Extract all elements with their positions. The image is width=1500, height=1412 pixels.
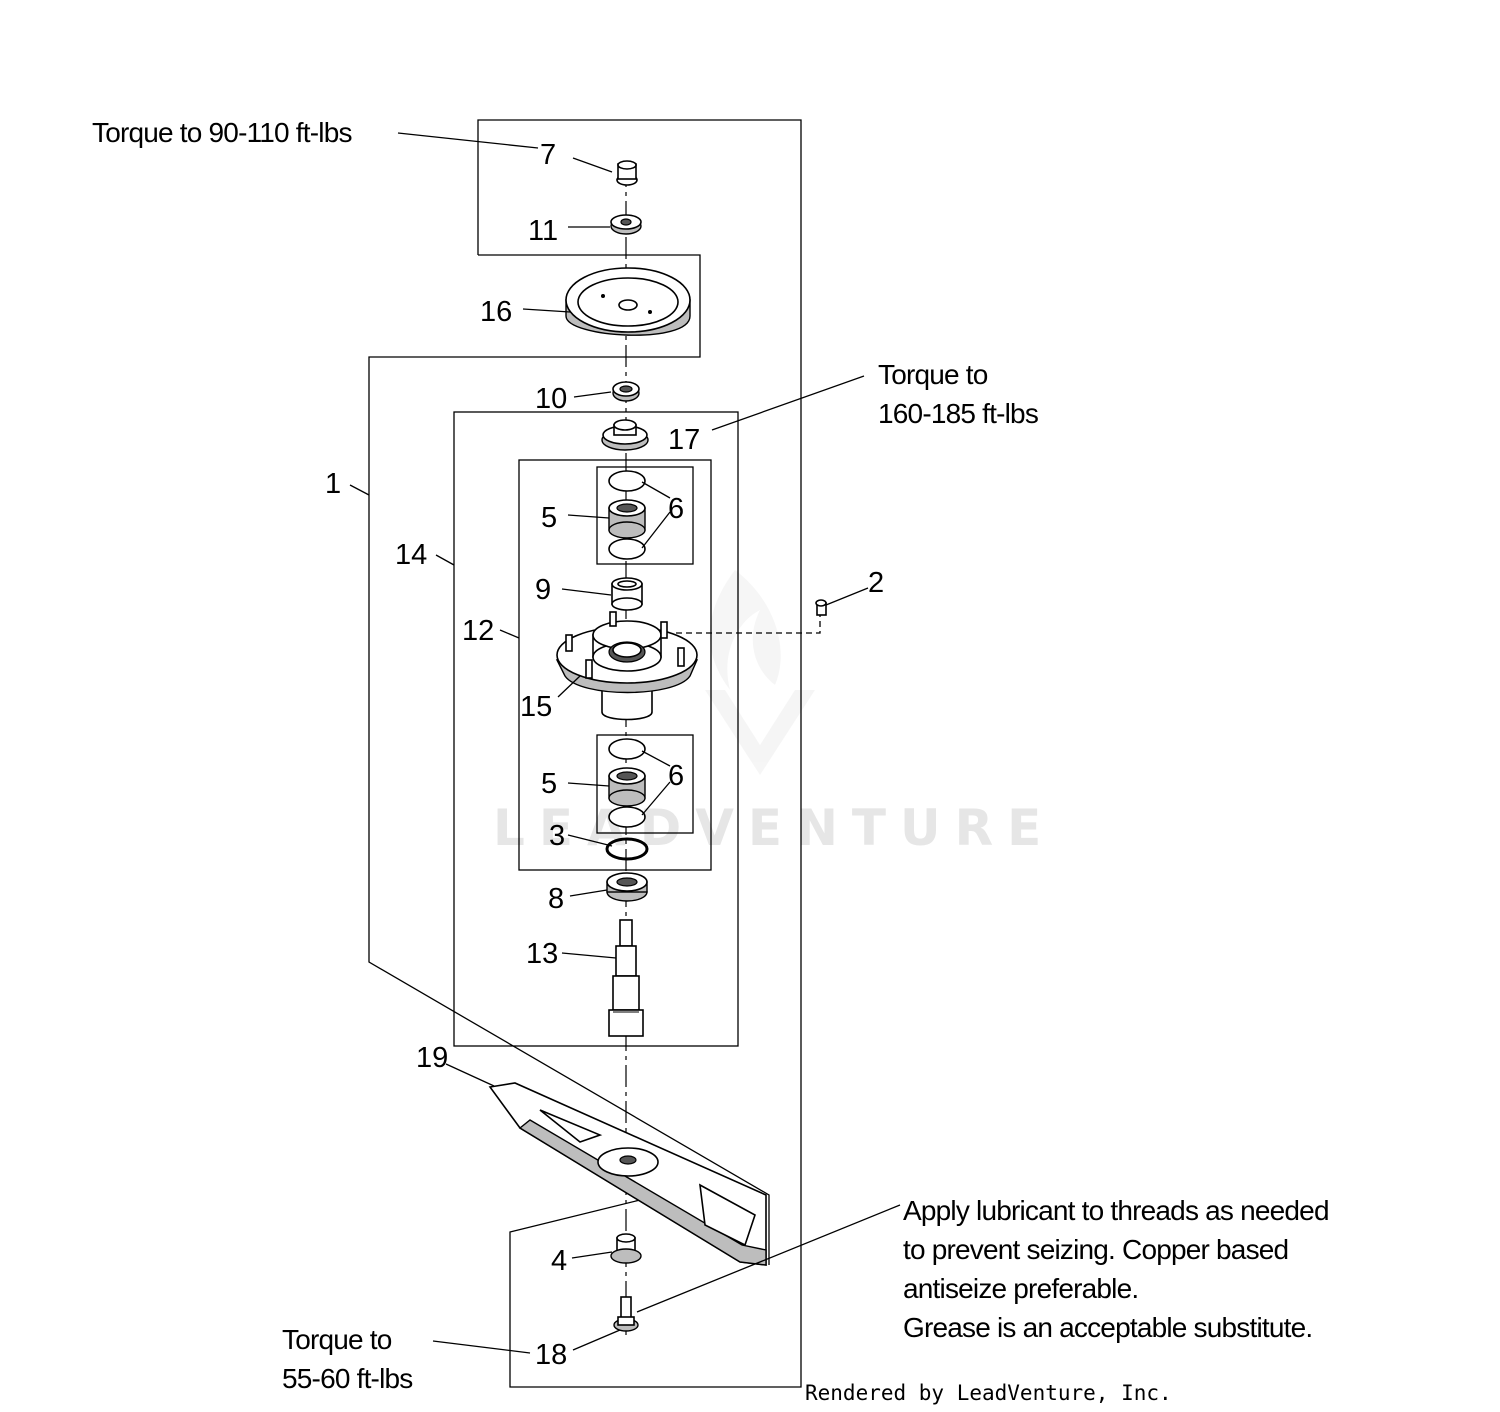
callout-5-upper: 5 xyxy=(541,502,557,534)
watermark-text: LEADVENTURE xyxy=(493,799,1055,857)
part-7-flange-nut xyxy=(616,160,638,186)
part-16-pulley xyxy=(565,267,691,336)
part-18-bolt xyxy=(613,1296,639,1332)
torque-note-mid-line2: 160-185 ft-lbs xyxy=(878,398,1038,429)
callout-13: 13 xyxy=(526,938,558,970)
part-11-washer xyxy=(610,214,642,235)
callout-17: 17 xyxy=(668,424,700,456)
part-3-snap-ring xyxy=(605,837,649,861)
part-13-spindle-shaft xyxy=(608,919,644,1037)
torque-note-bottom-line2: 55-60 ft-lbs xyxy=(282,1363,412,1394)
callout-15: 15 xyxy=(520,691,552,723)
part-8-seal xyxy=(606,872,648,902)
callout-6-lower: 6 xyxy=(668,760,684,792)
instruction-notes: Torque to 90-110 ft-lbs Torque to 160-18… xyxy=(92,117,1330,1394)
callout-1: 1 xyxy=(325,468,341,500)
part-17-hex-nut xyxy=(601,419,649,451)
callout-16: 16 xyxy=(480,296,512,328)
leader-lines xyxy=(349,132,901,1354)
callout-3: 3 xyxy=(549,820,565,852)
torque-note-top: Torque to 90-110 ft-lbs xyxy=(92,117,352,148)
part-9-spacer xyxy=(611,577,643,611)
part-10-spacer xyxy=(612,381,640,402)
part-5-lower-bearing xyxy=(608,767,646,807)
lube-note-line4: Grease is an acceptable substitute. xyxy=(903,1312,1312,1343)
callout-10: 10 xyxy=(535,383,567,415)
part-6-upper-rings xyxy=(608,470,646,560)
callout-labels: 7 11 16 10 17 1 14 5 6 9 2 12 15 5 6 3 8… xyxy=(325,139,884,1371)
callout-7: 7 xyxy=(540,139,556,171)
callout-2: 2 xyxy=(868,567,884,599)
torque-note-bottom-line1: Torque to xyxy=(282,1324,392,1355)
assembly-frames xyxy=(368,119,802,1388)
callout-6-upper: 6 xyxy=(668,493,684,525)
callout-12: 12 xyxy=(462,615,494,647)
lube-note-line3: antiseize preferable. xyxy=(903,1273,1138,1304)
callout-19: 19 xyxy=(416,1042,448,1074)
part-19-blade xyxy=(488,1082,767,1266)
callout-18: 18 xyxy=(535,1339,567,1371)
callout-9: 9 xyxy=(535,574,551,606)
torque-note-mid-line1: Torque to xyxy=(878,359,988,390)
footer-credit: Rendered by LeadVenture, Inc. xyxy=(805,1381,1172,1405)
watermark-logo xyxy=(705,570,815,775)
part-2-grease-fitting xyxy=(815,599,827,616)
lube-note-line1: Apply lubricant to threads as needed xyxy=(903,1195,1329,1226)
lube-note-line2: to prevent seizing. Copper based xyxy=(903,1234,1288,1265)
callout-11: 11 xyxy=(528,215,558,247)
part-5-upper-bearing xyxy=(608,499,646,539)
callout-8: 8 xyxy=(548,883,564,915)
callout-14: 14 xyxy=(395,539,427,571)
callout-5-lower: 5 xyxy=(541,768,557,800)
part-6-lower-rings xyxy=(608,738,646,828)
callout-4: 4 xyxy=(551,1245,567,1277)
part-4-spacer xyxy=(610,1233,642,1264)
part-15-spindle-housing xyxy=(555,611,699,721)
